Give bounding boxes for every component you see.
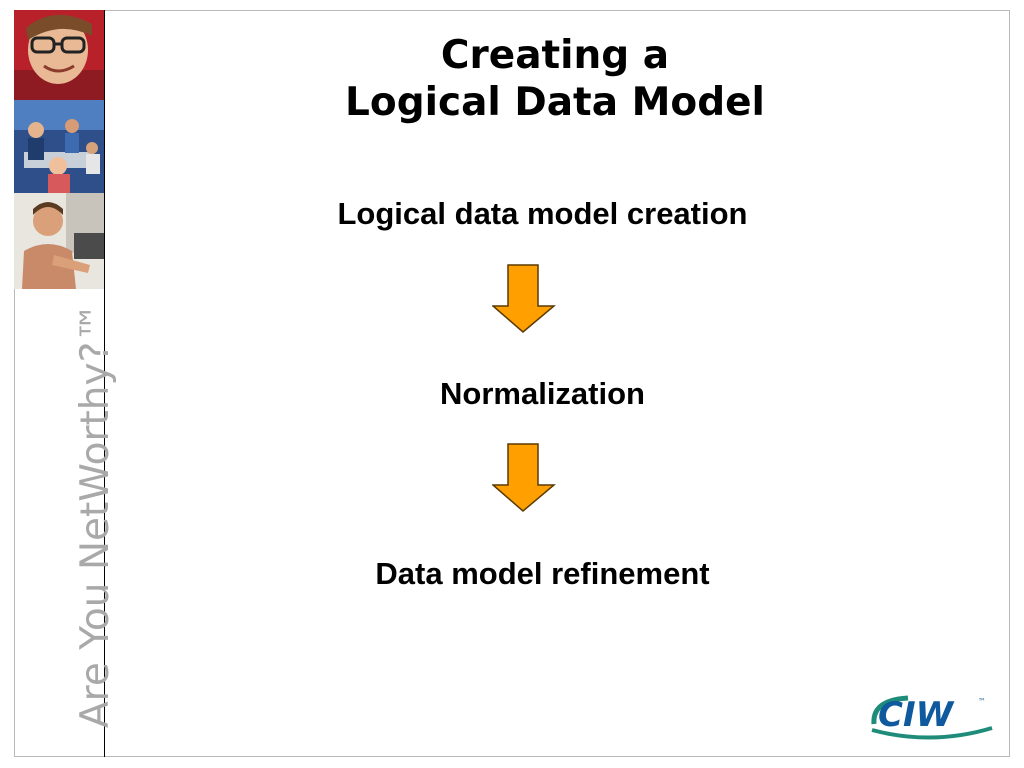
arrow-down-icon [490, 443, 557, 518]
slide-frame [14, 10, 1010, 757]
slide-title: Creating a Logical Data Model [290, 32, 820, 126]
step-normalization: Normalization [440, 376, 645, 411]
title-line-2: Logical Data Model [345, 80, 765, 125]
step-data-model-refinement: Data model refinement [375, 556, 710, 591]
photo-man-with-glasses [14, 10, 104, 100]
svg-text:CIW: CIW [878, 695, 955, 735]
photo-classroom-group [14, 100, 104, 193]
svg-text:™: ™ [978, 697, 986, 706]
photo-student-at-desk [14, 193, 104, 289]
step-logical-data-model-creation: Logical data model creation [337, 196, 748, 231]
arrow-down-icon [490, 264, 557, 339]
title-line-1: Creating a [440, 33, 670, 78]
ciw-logo: CIW ™ [868, 690, 996, 749]
sidebar: Are You NetWorthy?™ [14, 10, 118, 757]
sidebar-tagline: Are You NetWorthy?™ [73, 302, 118, 728]
